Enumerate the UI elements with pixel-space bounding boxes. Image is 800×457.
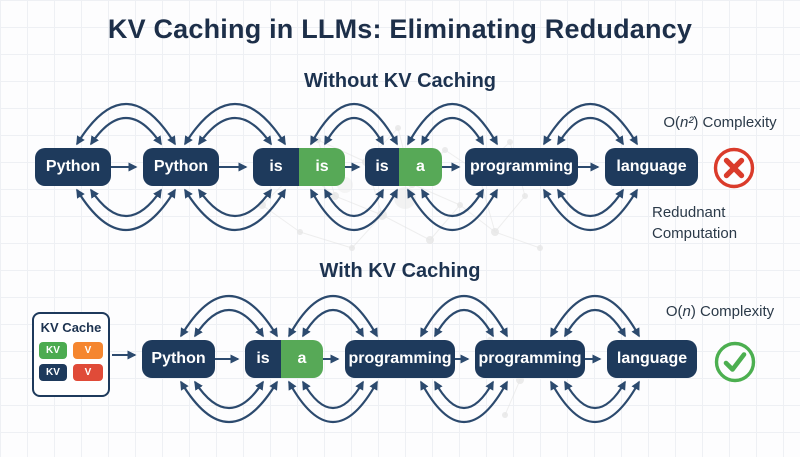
complexity-label-linear: O(n) Complexity <box>665 303 775 320</box>
token-label: language <box>616 350 688 367</box>
complexity-label-quadratic: O(n²) Complexity <box>663 114 777 131</box>
redundant-computation-note: Redudnant Computation <box>652 204 738 242</box>
kv-cache-title: KV Cache <box>40 320 102 335</box>
token-label: language <box>616 158 687 175</box>
token-cached-pair: is a <box>245 340 323 378</box>
token-label: programming <box>348 350 452 367</box>
token-cached-pair: is is <box>253 148 345 186</box>
token: programming <box>465 148 578 186</box>
token-label: is <box>245 340 281 378</box>
token: Python <box>142 340 215 378</box>
token-cached-pair: is a <box>365 148 442 186</box>
token-label: Python <box>153 158 209 175</box>
token-label: programming <box>478 350 582 367</box>
token-label: Python <box>151 350 206 367</box>
token-label: a <box>281 340 323 378</box>
token-label: Python <box>45 158 101 175</box>
token: language <box>607 340 697 378</box>
token-label: is <box>299 148 345 186</box>
token: language <box>605 148 698 186</box>
token-label: is <box>253 148 299 186</box>
token: programming <box>345 340 455 378</box>
token: Python <box>35 148 111 186</box>
v-chip: V <box>73 342 103 359</box>
section-heading-with: With KV Caching <box>319 260 481 282</box>
x-circle-icon <box>713 147 755 189</box>
kv-cache-chips: KV V KV V <box>39 342 103 381</box>
kv-cache-box: KV Cache KV V KV V <box>32 312 110 397</box>
kv-chip: KV <box>39 364 67 381</box>
check-circle-icon <box>714 341 756 383</box>
v-chip: V <box>73 364 103 381</box>
token-label: is <box>365 148 399 186</box>
token-label: programming <box>469 158 574 175</box>
kv-chip: KV <box>39 342 67 359</box>
token-label: a <box>399 148 442 186</box>
token: programming <box>475 340 585 378</box>
section-heading-without: Without KV Caching <box>303 70 497 92</box>
token: Python <box>143 148 219 186</box>
page-title: KV Caching in LLMs: Eliminating Redudanc… <box>107 14 693 44</box>
